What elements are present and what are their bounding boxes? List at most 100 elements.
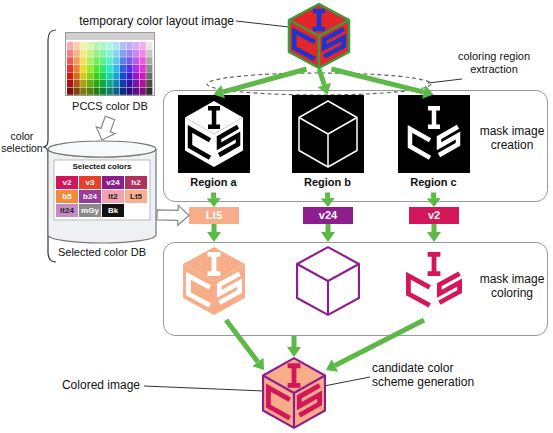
leader-line [144,386,264,391]
color-cell [67,42,73,49]
node-label: mask image coloring [477,273,547,301]
flow-connector [96,116,115,140]
cube-illustration [263,358,325,428]
node-label: PCCS color DB [55,100,165,113]
table-header [66,33,154,40]
color-cell [126,72,132,79]
color-cell [80,42,86,49]
cylinder-body [48,149,156,243]
table-cell: v3 [79,176,101,189]
process-frame: mask image coloring [163,242,548,336]
arrow-shaft [319,69,324,85]
cube-illustration [403,247,465,315]
mask-image [292,95,364,173]
color-cell [113,80,119,87]
leader-line [324,377,370,386]
node-label: Region a [178,176,250,189]
color-cell [93,88,99,95]
table-cell: Bk [102,204,124,217]
mask-background [292,95,364,173]
node-label: Selected color DB [37,246,167,259]
arrow-head [207,232,221,242]
flow-connector [321,193,335,208]
flow-connector [157,205,189,225]
color-cell [140,72,146,79]
color-cell [140,80,146,87]
letter-s-shape [439,273,459,302]
color-cell [113,57,119,64]
color-cell [113,72,119,79]
color-cell [93,57,99,64]
color-cell [146,42,152,49]
flow-connector [427,224,441,242]
arrow-head [422,85,433,99]
table-cell: b5 [56,190,78,203]
arrow-head [252,358,264,370]
annotation-label: coloring region extraction [438,50,550,75]
color-cell [120,57,126,64]
node-label: Lt5 [189,207,239,224]
cube-edges [263,358,325,428]
color-cell [113,50,119,57]
color-cell [120,50,126,57]
table-sheet [66,33,155,96]
cube-face [299,101,357,134]
letter-c-shape [188,275,209,305]
node-label: temporary color layout image [38,15,234,29]
arrow-shaft [326,224,331,232]
color-cell [80,57,86,64]
color-cell [87,57,93,64]
color-cell [140,42,146,49]
letter-c-shape [294,31,315,59]
color-chip: Lt5 [189,207,239,224]
mask-image [178,95,250,173]
region-mask: Region a [178,95,250,193]
cube-illustration [405,101,463,167]
arrow-head [326,359,338,371]
node-label: Region b [292,176,364,189]
selected-color-database: Selected colorsv2v3v24h2b5b24lt2Lt5lt24m… [47,140,157,244]
color-cell [133,88,139,95]
color-table-image [65,32,155,96]
arrow-head [427,232,441,242]
color-cell [107,65,113,72]
colored-cube: Colored image [262,357,326,429]
color-cell [67,57,73,64]
color-cell [74,50,80,57]
node-label: v2 [409,207,459,224]
color-cell [107,72,113,79]
leader-line [236,21,289,27]
letter-i-shape [207,254,220,273]
arrow-shaft [226,320,258,362]
table-cell: Lt5 [125,190,147,203]
color-cell [133,42,139,49]
color-cell [80,72,86,79]
letter-i-shape [428,108,440,127]
color-cell [80,88,86,95]
color-cell [107,88,113,95]
color-cell [74,80,80,87]
region-mask: Region c [398,95,470,193]
mask-image [398,95,470,173]
color-cell [67,50,73,57]
color-cell [67,80,73,87]
cube-edges [299,101,357,167]
table-cell: b24 [79,190,101,203]
color-cell [93,42,99,49]
letter-c-shape [410,128,430,157]
color-cell [107,50,113,57]
cube-svg [288,3,350,69]
color-cell [100,65,106,72]
color-cell [107,57,113,64]
letter-c-shape [408,275,429,305]
color-cell [133,50,139,57]
color-cell [146,72,152,79]
color-chip: v2 [409,207,459,224]
color-cell [120,72,126,79]
arrow-head [287,347,301,357]
cube-illustration [185,101,243,167]
color-cell [100,42,106,49]
arrow-head [207,198,221,207]
color-cell [74,65,80,72]
color-cell [87,88,93,95]
